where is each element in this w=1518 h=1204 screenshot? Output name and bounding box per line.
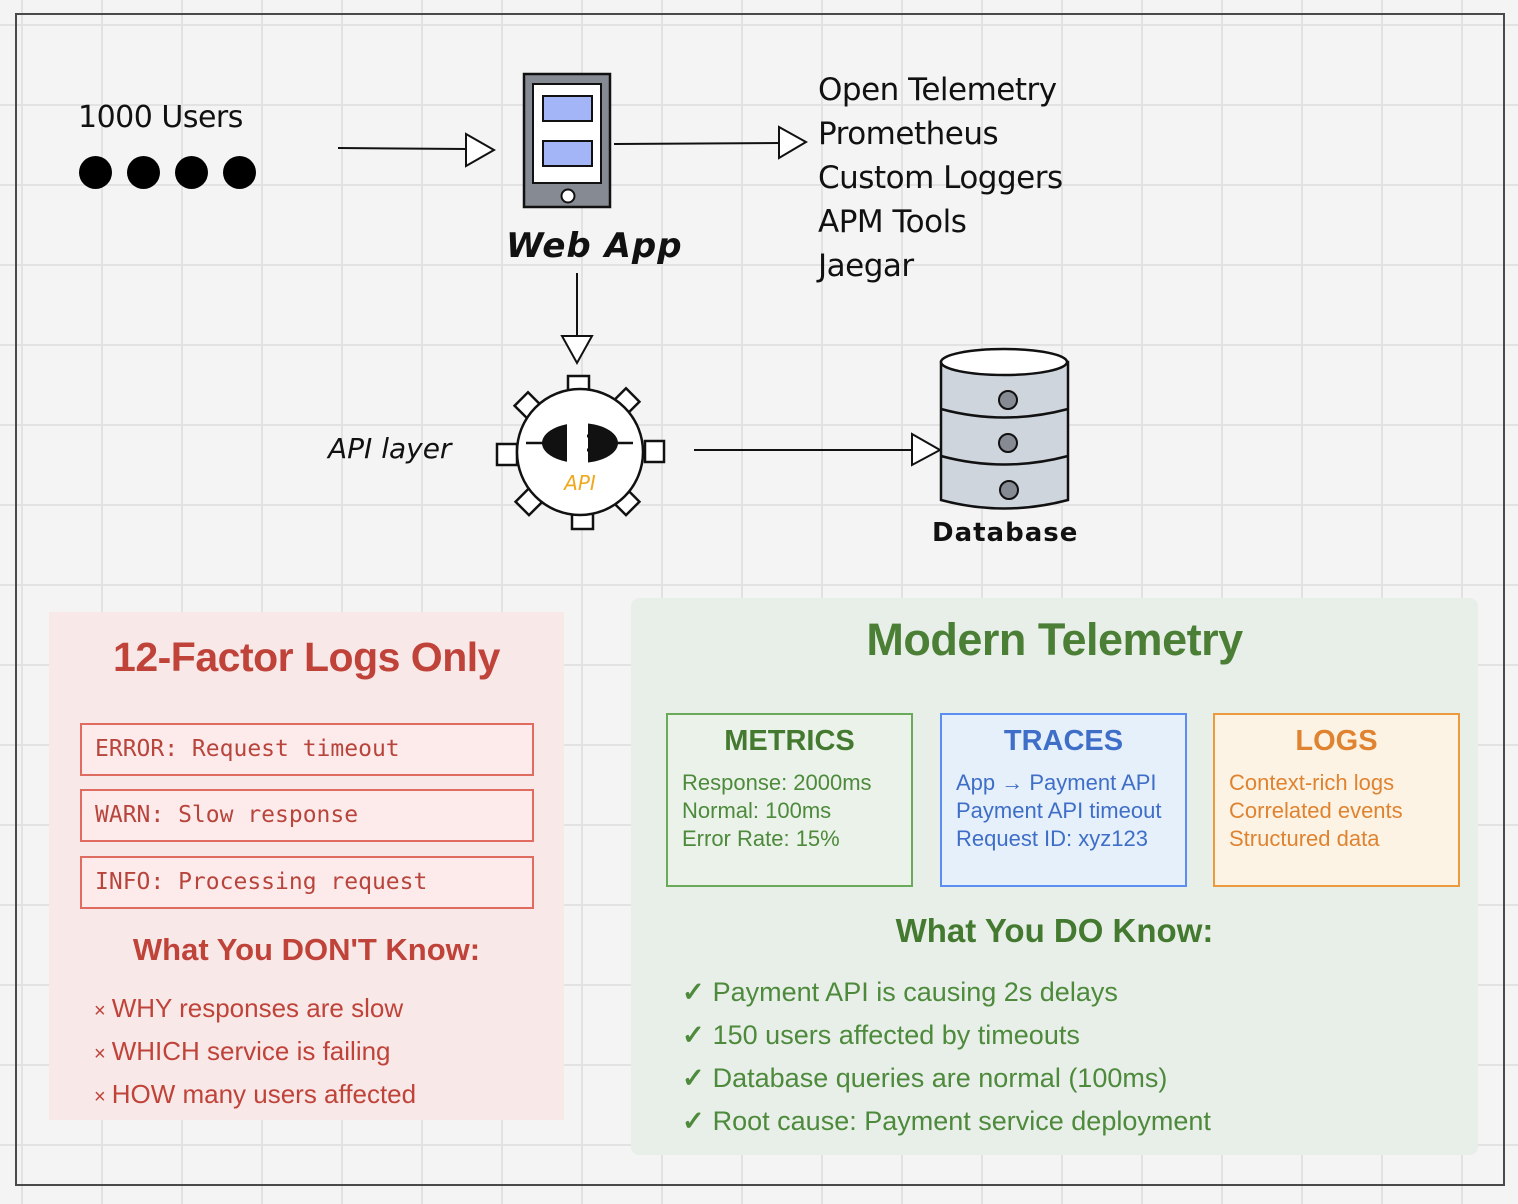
check-icon: ✓	[682, 977, 705, 1007]
check-icon: ✓	[682, 1020, 705, 1050]
api-gear-icon: API	[495, 374, 666, 531]
known-text: Payment API is causing 2s delays	[712, 977, 1118, 1007]
check-icon: ✓	[682, 1106, 705, 1136]
tool-item: Jaegar	[818, 248, 914, 284]
database-icon	[939, 347, 1070, 510]
database-label: Database	[932, 518, 1079, 548]
unknown-text: WHICH service is failing	[111, 1036, 391, 1066]
logs-card: LOGS Context-rich logs Correlated events…	[1213, 713, 1460, 887]
unknown-item: ×HOW many users affected	[94, 1074, 416, 1117]
card-line: Normal: 100ms	[682, 798, 832, 823]
log-line-info: INFO: Processing request	[80, 856, 534, 909]
card-line: Correlated events	[1229, 798, 1403, 823]
unknown-item: ×WHICH service is failing	[94, 1031, 416, 1074]
card-line: Structured data	[1229, 826, 1380, 851]
card-line: Context-rich logs	[1229, 770, 1395, 795]
card-title: METRICS	[724, 725, 855, 757]
panel-title: Modern Telemetry	[866, 614, 1243, 665]
user-dot-icon	[175, 156, 208, 189]
twelve-factor-panel: 12-Factor Logs Only ERROR: Request timeo…	[49, 612, 564, 1120]
known-text: Database queries are normal (100ms)	[712, 1063, 1168, 1093]
unknown-item: ×WHY responses are slow	[94, 988, 416, 1031]
known-item: ✓Root cause: Payment service deployment	[682, 1100, 1211, 1143]
tool-item: Custom Loggers	[818, 160, 1063, 196]
cross-icon: ×	[94, 1000, 106, 1022]
card-line: Request ID: xyz123	[956, 826, 1148, 851]
card-title: LOGS	[1295, 725, 1378, 757]
telemetry-tools-list: Open Telemetry Prometheus Custom Loggers…	[818, 68, 1063, 288]
log-line-error: ERROR: Request timeout	[80, 723, 534, 776]
unknowns-list: ×WHY responses are slow ×WHICH service i…	[94, 988, 416, 1117]
user-dot-icon	[223, 156, 256, 189]
known-item: ✓Database queries are normal (100ms)	[682, 1057, 1211, 1100]
user-dot-icon	[79, 156, 112, 189]
webapp-label: Web App	[506, 226, 683, 266]
user-dot-icon	[127, 156, 160, 189]
traces-card: TRACES App → Payment API Payment API tim…	[940, 713, 1187, 887]
api-icon-text: API	[562, 471, 596, 495]
tool-item: Open Telemetry	[818, 72, 1057, 108]
unknown-text: HOW many users affected	[111, 1079, 417, 1109]
card-line: App → Payment API	[956, 770, 1157, 795]
card-line: Error Rate: 15%	[682, 826, 840, 851]
cross-icon: ×	[94, 1043, 106, 1065]
arrow-webapp-to-api	[560, 273, 594, 366]
check-icon: ✓	[682, 1063, 705, 1093]
phone-icon	[522, 72, 612, 209]
cross-icon: ×	[94, 1086, 106, 1108]
known-text: 150 users affected by timeouts	[712, 1020, 1080, 1050]
known-item: ✓Payment API is causing 2s delays	[682, 971, 1211, 1014]
card-line: Response: 2000ms	[682, 770, 872, 795]
arrow-api-to-database	[694, 432, 943, 467]
arrow-users-to-webapp	[337, 132, 497, 168]
modern-telemetry-panel: Modern Telemetry METRICS Response: 2000m…	[631, 598, 1478, 1155]
tool-item: Prometheus	[818, 116, 999, 152]
unknowns-heading: What You DON'T Know:	[132, 932, 481, 967]
unknown-text: WHY responses are slow	[111, 993, 404, 1023]
api-layer-label: API layer	[328, 432, 452, 465]
arrow-webapp-to-tools	[613, 125, 809, 160]
panel-title: 12-Factor Logs Only	[113, 634, 500, 680]
log-line-warn: WARN: Slow response	[80, 789, 534, 842]
card-title: TRACES	[1003, 725, 1124, 757]
canvas-frame	[15, 13, 1505, 1186]
known-item: ✓150 users affected by timeouts	[682, 1014, 1211, 1057]
tool-item: APM Tools	[818, 204, 967, 240]
knowns-list: ✓Payment API is causing 2s delays ✓150 u…	[682, 971, 1211, 1143]
card-line: Payment API timeout	[956, 798, 1162, 823]
metrics-card: METRICS Response: 2000ms Normal: 100ms E…	[666, 713, 913, 887]
architecture-diagram: API	[337, 72, 1070, 531]
users-label: 1000 Users	[78, 100, 243, 135]
known-text: Root cause: Payment service deployment	[712, 1106, 1211, 1136]
knowns-heading: What You DO Know:	[895, 912, 1214, 949]
